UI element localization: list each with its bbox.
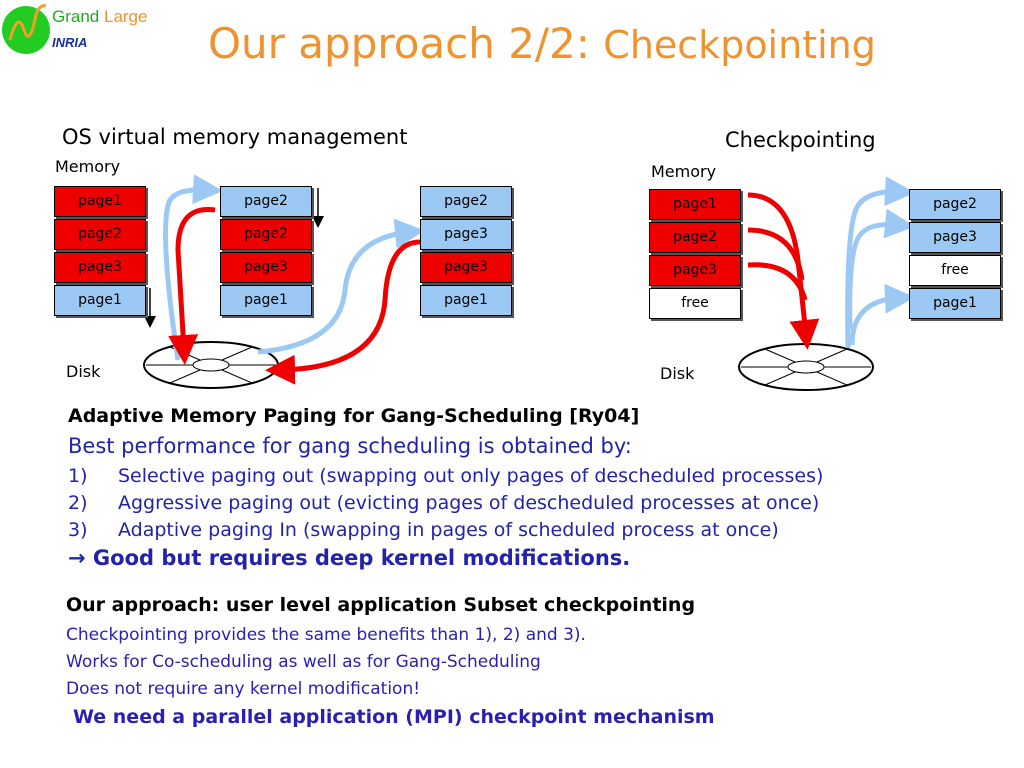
- final-statement: We need a parallel application (MPI) che…: [73, 706, 715, 728]
- left-col3-page-4: page1: [420, 285, 512, 316]
- right-col2-page-1: page2: [909, 189, 1001, 220]
- left-memory-label: Memory: [55, 157, 121, 176]
- right-col2-page-3: free: [909, 255, 1001, 286]
- approach-line-3: Does not require any kernel modification…: [66, 679, 421, 699]
- left-col2-page-3: page3: [220, 252, 312, 283]
- logo-text: Grand Large: [52, 8, 147, 26]
- list-item-number: 3): [68, 519, 88, 541]
- conclusion-line: → Good but requires deep kernel modifica…: [68, 546, 630, 570]
- list-item-number: 1): [68, 465, 88, 487]
- left-col2-page-1: page2: [220, 186, 312, 217]
- reference-title: Adaptive Memory Paging for Gang-Scheduli…: [68, 405, 640, 427]
- grand-large-logo-icon: [2, 4, 50, 54]
- list-item-number: 2): [68, 492, 88, 514]
- right-memory-label: Memory: [651, 162, 717, 181]
- left-col2-page-4: page1: [220, 285, 312, 316]
- left-col3-page-1: page2: [420, 186, 512, 217]
- approach-title: Our approach: user level application Sub…: [66, 594, 696, 616]
- logo-inria: INRIA: [52, 35, 88, 50]
- slide-title: Our approach 2/2: Checkpointing: [208, 18, 876, 71]
- list-item-text: Aggressive paging out (evicting pages of…: [118, 492, 820, 514]
- list-item: 3) Adaptive paging In (swapping in pages …: [68, 519, 779, 541]
- logo-large: Large: [103, 7, 148, 26]
- right-disk-label: Disk: [660, 364, 695, 383]
- left-col3-page-2: page3: [420, 219, 512, 250]
- right-col2-page-2: page3: [909, 222, 1001, 253]
- right-col1-page-4: free: [649, 288, 741, 319]
- logo-grand: Grand: [52, 7, 100, 26]
- left-disk-label: Disk: [66, 362, 101, 381]
- red-arrow-page3-to-disk: [747, 262, 808, 301]
- list-item-text: Selective paging out (swapping out only …: [118, 465, 824, 487]
- blue-arrow-disk-to-col2: [163, 174, 223, 361]
- title-main: Our approach 2/2:: [208, 19, 590, 68]
- left-col1-page-3: page3: [54, 252, 146, 283]
- right-disk-icon: [738, 343, 874, 391]
- red-arrow-col2-to-disk: [168, 207, 216, 365]
- title-sub: Checkpointing: [603, 23, 876, 67]
- conclusion-text: Good but requires deep kernel modificati…: [92, 546, 631, 570]
- left-col1-page-1: page1: [54, 186, 146, 217]
- list-item: 2) Aggressive paging out (evicting pages …: [68, 492, 819, 514]
- left-col1-page-2: page2: [54, 219, 146, 250]
- list-item-text: Adaptive paging In (swapping in pages of…: [118, 519, 779, 541]
- blue-arrow-disk-to-page3: [847, 208, 915, 331]
- approach-line-1: Checkpointing provides the same benefits…: [66, 625, 586, 645]
- red-arrow-page2-to-disk: [747, 227, 805, 281]
- right-arrow-icon: →: [68, 546, 86, 570]
- right-col2-page-4: page1: [909, 288, 1001, 319]
- left-col2-page-2: page2: [220, 219, 312, 250]
- right-col1-page-1: page1: [649, 189, 741, 220]
- right-col1-page-2: page2: [649, 222, 741, 253]
- right-col1-page-3: page3: [649, 255, 741, 286]
- list-item: 1) Selective paging out (swapping out onl…: [68, 465, 823, 487]
- left-col1-page-4: page1: [54, 285, 146, 316]
- left-diagram-heading: OS virtual memory management: [62, 125, 408, 149]
- approach-line-2: Works for Co-scheduling as well as for G…: [66, 652, 541, 672]
- right-diagram-heading: Checkpointing: [725, 128, 876, 152]
- intro-text: Best performance for gang scheduling is …: [68, 434, 632, 458]
- red-arrow-page1-to-disk: [747, 192, 820, 350]
- blue-arrow-disk-to-page2: [845, 176, 915, 349]
- left-col3-page-3: page3: [420, 252, 512, 283]
- blue-arrow-disk-to-page1: [849, 283, 915, 346]
- left-disk-icon: [143, 341, 279, 389]
